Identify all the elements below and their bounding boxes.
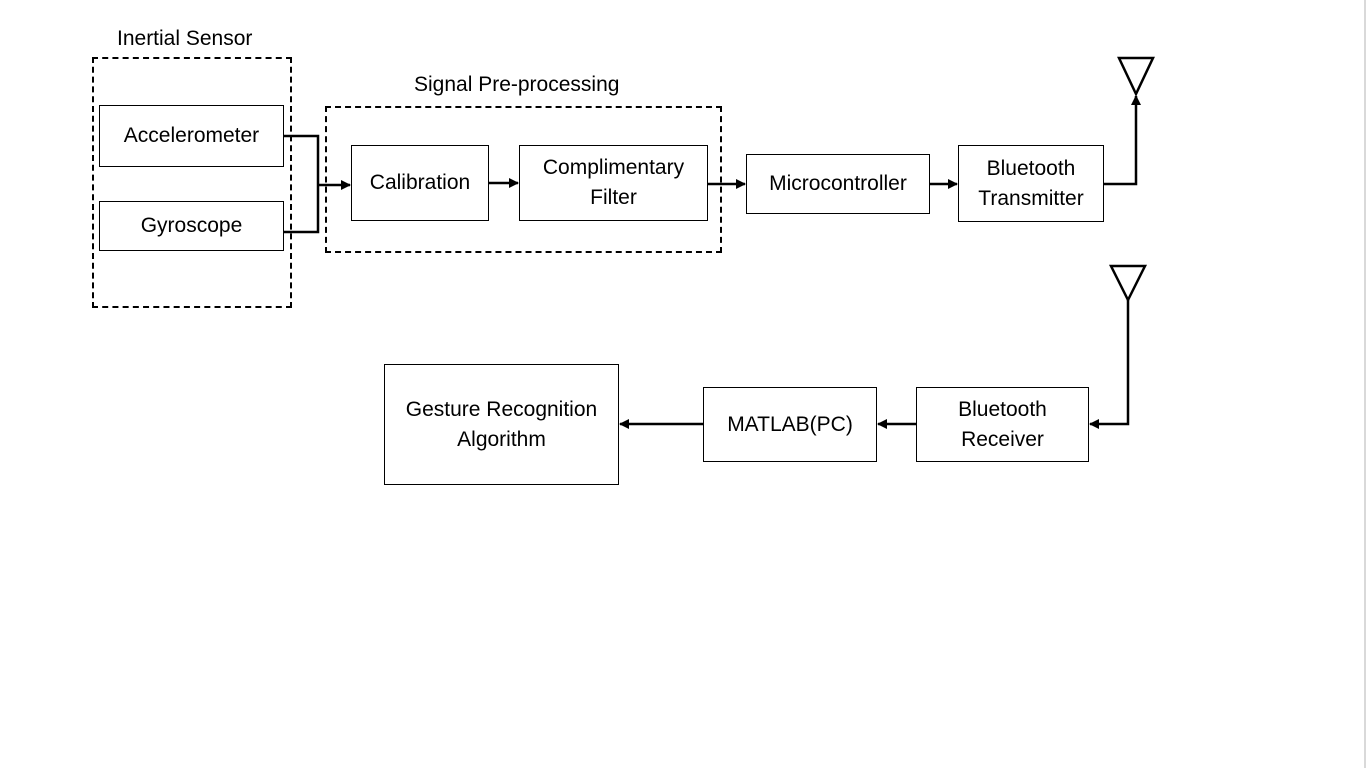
inertial-sensor-title: Inertial Sensor: [117, 27, 253, 50]
bluetooth-transmitter-block: Bluetooth Transmitter: [958, 145, 1104, 222]
matlab-label: MATLAB(PC): [727, 412, 853, 436]
calibration-label: Calibration: [369, 171, 471, 194]
accelerometer-block: Accelerometer: [99, 105, 284, 167]
microcontroller-label: Microcontroller: [769, 172, 907, 195]
antenna-icon: [1117, 56, 1155, 97]
bluetooth-transmitter-label-line2: Transmitter: [978, 186, 1084, 210]
gyroscope-label: Gyroscope: [140, 214, 243, 237]
bluetooth-receiver-label-line2: Receiver: [961, 427, 1044, 451]
antenna-to-receiver: [1089, 300, 1130, 429]
accelerometer-label: Accelerometer: [123, 124, 260, 147]
gesture-recognition-block: Gesture Recognition Algorithm: [384, 364, 619, 485]
signal-preprocessing-title: Signal Pre-processing: [414, 73, 620, 96]
complimentary-filter-label-line1: Complimentary: [542, 156, 685, 179]
gesture-recognition-label-line1: Gesture Recognition: [405, 397, 598, 421]
matlab-block: MATLAB(PC): [703, 387, 877, 462]
inertial-sensor-group: [92, 57, 292, 308]
page-edge: [1364, 0, 1366, 768]
transmitter-to-antenna: [1104, 95, 1141, 186]
gesture-recognition-label-line2: Algorithm: [457, 427, 546, 451]
bluetooth-receiver-block: Bluetooth Receiver: [916, 387, 1089, 462]
bluetooth-transmitter-label-line1: Bluetooth: [986, 156, 1076, 180]
accelerometer-connector: [284, 134, 320, 185]
gyroscope-block: Gyroscope: [99, 201, 284, 251]
bluetooth-receiver-label-line1: Bluetooth: [958, 397, 1047, 421]
calibration-block: Calibration: [351, 145, 489, 221]
complimentary-filter-label-line2: Filter: [590, 186, 637, 209]
microcontroller-block: Microcontroller: [746, 154, 930, 214]
gyroscope-connector: [284, 185, 320, 234]
antenna-icon: [1108, 264, 1148, 303]
signal-preprocessing-group: [325, 106, 722, 253]
complimentary-filter-block: Complimentary Filter: [519, 145, 708, 221]
